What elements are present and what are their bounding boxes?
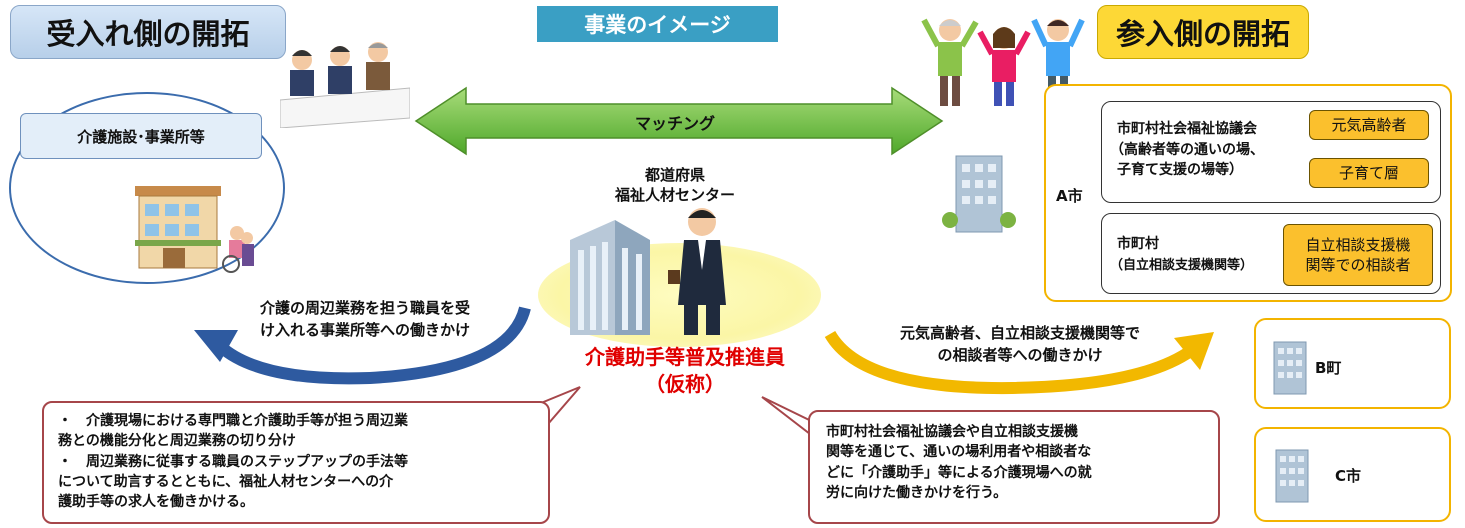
- center-role-line1: 介護助手等普及推進員: [585, 345, 785, 369]
- left-callout-line4: について助言するとともに、福祉人材センターへの介: [58, 473, 394, 490]
- city-a-label: A市: [1056, 187, 1083, 205]
- center-org: 都道府県 福祉人材センター: [560, 165, 790, 206]
- consultee-tag-line2: 関等での相談者: [1305, 256, 1411, 274]
- left-callout-line3: ・ 周辺業務に従事する職員のステップアップの手法等: [58, 453, 408, 470]
- center-title-tab: 事業のイメージ: [537, 6, 778, 42]
- council-sub2: 子育て支援の場等）: [1117, 162, 1243, 178]
- left-title-tab: 受入れ側の開拓: [10, 5, 286, 59]
- left-callout-line5: 護助手等の求人を働きかける。: [58, 494, 254, 511]
- building-and-staff-illustration: [570, 208, 726, 335]
- active-elderly-tag: 元気高齢者: [1309, 110, 1429, 140]
- council-sub1: （高齢者等の通いの場、: [1110, 142, 1264, 158]
- left-action-line1: 介護の周辺業務を担う職員を受: [259, 299, 470, 317]
- right-action-line2: の相談者等への働きかけ: [937, 345, 1103, 364]
- council-title: 市町村社会福祉協議会: [1117, 121, 1257, 137]
- center-role-line2: （仮称）: [645, 372, 725, 396]
- center-org-line2: 福祉人材センター: [614, 186, 735, 205]
- consultee-tag: 自立相談支援機 関等での相談者: [1283, 224, 1433, 286]
- city-c-building-icon: [1275, 449, 1309, 503]
- right-callout-line1: 市町村社会福祉協議会や自立相談支援機: [826, 424, 1078, 440]
- municipality-title: 市町村: [1117, 236, 1159, 252]
- meeting-people-illustration: [280, 42, 410, 128]
- left-action-line2: け入れる事業所等への働きかけ: [259, 320, 470, 339]
- right-callout-line3: どに「介護助手」等による介護現場への就: [826, 464, 1092, 481]
- center-org-line1: 都道府県: [644, 166, 705, 184]
- care-facility-illustration: [135, 186, 254, 273]
- left-callout-line1: ・ 介護現場における専門職と介護助手等が担う周辺業: [58, 413, 408, 429]
- center-role: 介護助手等普及推進員 （仮称）: [545, 344, 825, 398]
- office-building-icon: [942, 155, 1016, 233]
- matching-arrow: [414, 86, 944, 156]
- left-callout-line2: 務との機能分化と周辺業務の切り分け: [58, 433, 296, 450]
- right-callout-line2: 関等を通じて、通いの場利用者や相談者な: [826, 444, 1092, 461]
- right-action-text: 元気高齢者、自立相談支援機関等で の相談者等への働きかけ: [850, 323, 1190, 367]
- city-c-label: C市: [1335, 467, 1362, 485]
- consultee-tag-line1: 自立相談支援機: [1305, 235, 1411, 254]
- left-action-text: 介護の周辺業務を担う職員を受 け入れる事業所等への働きかけ: [205, 298, 525, 342]
- municipality-sub: （自立相談支援機関等）: [1110, 258, 1254, 273]
- right-callout: 市町村社会福祉協議会や自立相談支援機 関等を通じて、通いの場利用者や相談者な ど…: [808, 410, 1220, 524]
- left-callout: ・ 介護現場における専門職と介護助手等が担う周辺業 務との機能分化と周辺業務の切…: [42, 401, 550, 524]
- right-callout-line4: 労に向けた働きかけを行う。: [826, 484, 1008, 501]
- right-title-tab: 参入側の開拓: [1097, 5, 1309, 59]
- matching-label: マッチング: [634, 114, 715, 133]
- town-b-building-icon: [1273, 341, 1307, 395]
- town-b-label: B町: [1315, 359, 1342, 377]
- right-curved-arrow: [824, 330, 1214, 395]
- left-curved-arrow: [194, 306, 531, 385]
- right-action-line1: 元気高齢者、自立相談支援機関等で: [899, 324, 1140, 342]
- child-rearing-tag: 子育て層: [1309, 158, 1429, 188]
- facility-label: 介護施設･事業所等: [20, 113, 262, 159]
